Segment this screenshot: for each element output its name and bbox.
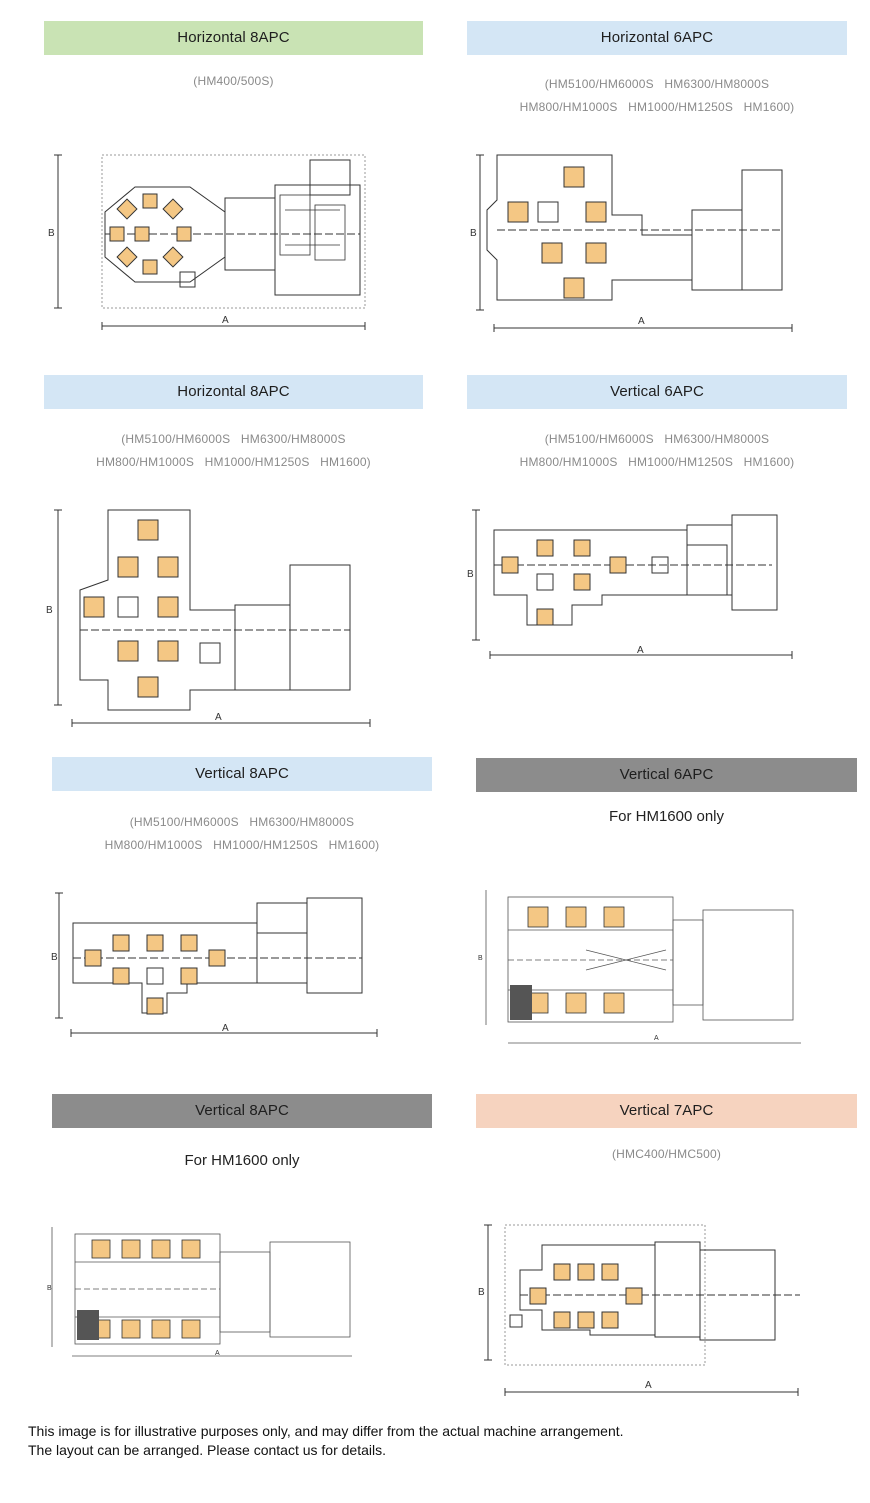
panel-1-dim-b: B — [48, 228, 55, 239]
panel-7-layout-diagram: B A — [47, 1227, 352, 1357]
panel-8-title: Vertical 7APC — [476, 1094, 857, 1128]
panel-6-note: For HM1600 only — [608, 808, 725, 825]
panel-4-models-line1: (HM5100/HM6000S HM6300/HM8000S — [544, 432, 770, 446]
panel-7-note: For HM1600 only — [184, 1152, 300, 1169]
disclaimer-line-1: This image is for illustrative purposes … — [28, 1423, 624, 1439]
panel-5-title: Vertical 8APC — [52, 757, 432, 791]
panel-1-layout-diagram: B A — [48, 154, 366, 330]
panel-7-dim-b: B — [47, 1285, 52, 1292]
panel-2-dim-b: B — [470, 228, 477, 239]
panel-5-layout-diagram: B A — [51, 892, 378, 1037]
panel-6-layout-diagram: B A — [478, 890, 801, 1044]
panel-3-dim-b: B — [46, 605, 53, 616]
panel-1-dim-a: A — [222, 315, 229, 326]
panel-4-title: Vertical 6APC — [467, 375, 847, 409]
panel-3-models-line1: (HM5100/HM6000S HM6300/HM8000S — [121, 432, 346, 446]
panel-8-dim-b: B — [478, 1287, 485, 1298]
panel-8-dim-a: A — [645, 1380, 652, 1391]
disclaimer: This image is for illustrative purposes … — [28, 1422, 624, 1460]
panel-2-models-line2: HM800/HM1000S HM1000/HM1250S HM1600) — [519, 100, 795, 114]
panel-2-models-line1: (HM5100/HM6000S HM6300/HM8000S — [544, 77, 770, 91]
panel-4-dim-a: A — [637, 645, 644, 656]
panel-3-models-line2: HM800/HM1000S HM1000/HM1250S HM1600) — [96, 455, 371, 469]
panel-7-title: Vertical 8APC — [52, 1094, 432, 1128]
panel-7-dim-a: A — [215, 1350, 220, 1357]
panel-6-dim-a: A — [654, 1035, 659, 1042]
panel-3-layout-diagram: B A — [46, 509, 371, 727]
panel-4-models-line2: HM800/HM1000S HM1000/HM1250S HM1600) — [519, 455, 795, 469]
panel-8-models: (HMC400/HMC500) — [611, 1147, 722, 1161]
panel-4-layout-diagram: B A — [467, 509, 793, 659]
panel-6-dim-b: B — [478, 955, 483, 962]
panel-6-title: Vertical 6APC — [476, 758, 857, 792]
panel-3-dim-a: A — [215, 712, 222, 723]
panel-5-dim-a: A — [222, 1023, 229, 1034]
panel-5-models-line2: HM800/HM1000S HM1000/HM1250S HM1600) — [104, 838, 380, 852]
panel-5-dim-b: B — [51, 952, 58, 963]
panel-2-dim-a: A — [638, 316, 645, 327]
panel-1-models: (HM400/500S) — [193, 74, 274, 88]
panel-2-title: Horizontal 6APC — [467, 21, 847, 55]
panel-3-title: Horizontal 8APC — [44, 375, 423, 409]
panel-2-layout-diagram: B A — [470, 154, 793, 332]
panel-4-dim-b: B — [467, 569, 474, 580]
panel-5-models-line1: (HM5100/HM6000S HM6300/HM8000S — [129, 815, 355, 829]
panel-1-title: Horizontal 8APC — [44, 21, 423, 55]
disclaimer-line-2: The layout can be arranged. Please conta… — [28, 1442, 386, 1458]
panel-8-layout-diagram: B A — [478, 1224, 800, 1396]
